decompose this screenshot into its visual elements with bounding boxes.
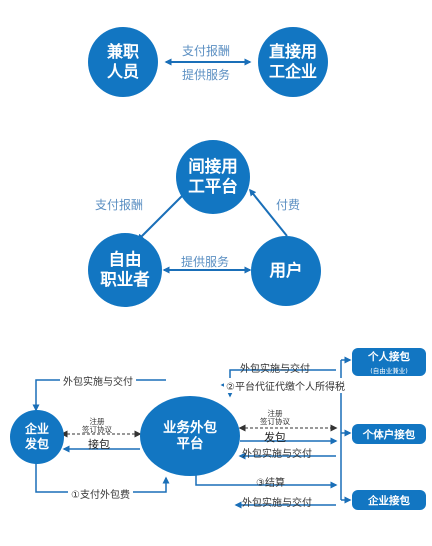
top-label-pay: 支付报酬 (182, 44, 231, 58)
tri-label-service: 提供服务 (181, 255, 230, 269)
outsourcing-platform-circle: 业务外包平台 (140, 396, 240, 476)
tri-label-fee: 付费 (276, 198, 301, 212)
user-circle: 用户 (251, 236, 321, 306)
flow-label-tax: ②平台代征代缴个人所得税 (224, 378, 347, 393)
freelancer-circle: 自由职业者 (88, 233, 162, 307)
individual-business-box: 个体户接包 (352, 424, 426, 444)
part-time-staff-circle: 兼职人员 (88, 27, 158, 97)
flow-label-fabao: 发包 (264, 431, 286, 444)
enterprise-outsource-circle: 企业发包 (10, 410, 64, 464)
personal-contractor-box: 个人接包 (自由业兼业) (352, 348, 426, 376)
flow-label-register-left: 注册签订协议 (82, 417, 112, 435)
flow-label-jiebao: 接包 (88, 438, 110, 451)
top-label-service: 提供服务 (182, 68, 231, 82)
flow-label-settle: ③结算 (256, 478, 285, 489)
flow-label-delivery-bottom: 外包实施与交付 (242, 498, 312, 509)
tri-left-arrow (136, 194, 184, 242)
flow-label-pay: ①支付外包费 (68, 486, 133, 501)
tri-label-pay: 支付报酬 (95, 198, 144, 212)
indirect-platform-circle: 间接用工平台 (176, 140, 250, 214)
direct-employer-circle: 直接用工企业 (258, 27, 328, 97)
flow-label-delivery-mid: 外包实施与交付 (242, 449, 312, 460)
tri-right-arrow (249, 188, 288, 237)
flow-label-platform-delivery: 外包实施与交付 (240, 364, 310, 375)
enterprise-contractor-box: 企业接包 (352, 490, 426, 510)
flow-label-register-right: 注册签订协议 (260, 409, 290, 427)
flow-label-top-delivery: 外包实施与交付 (60, 373, 136, 388)
